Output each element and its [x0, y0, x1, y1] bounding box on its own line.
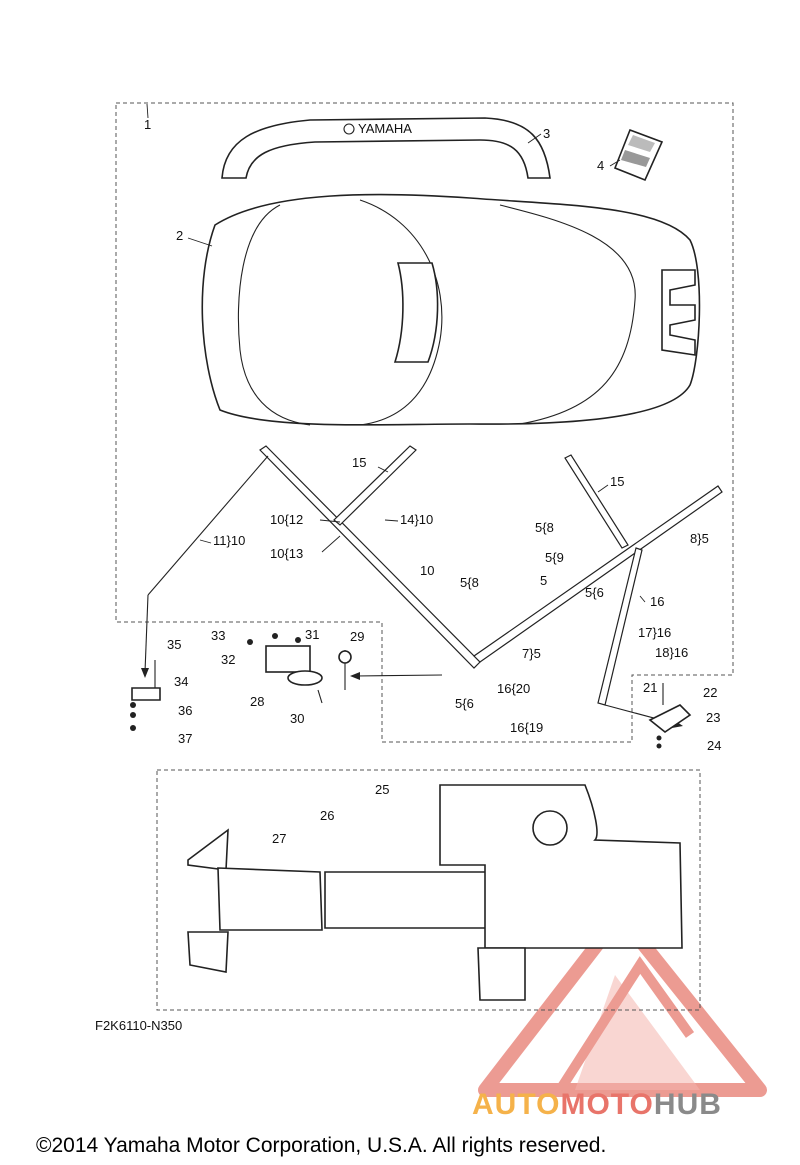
callout-30: 30 — [290, 711, 304, 726]
callout-7-5: 7}5 — [522, 646, 541, 661]
assembly-boundary-mat — [156, 769, 701, 1011]
callout-26: 26 — [320, 808, 334, 823]
watermark-word-3: HUB — [654, 1088, 722, 1121]
callout-22: 22 — [703, 685, 717, 700]
callout-8-5: 8}5 — [690, 531, 709, 546]
callout-10: 10 — [420, 563, 434, 578]
callout-5-9: 5{9 — [545, 550, 564, 565]
callout-21: 21 — [643, 680, 657, 695]
callout-36: 36 — [178, 703, 192, 718]
callout-5-8b: 5{8 — [460, 575, 479, 590]
callout-32: 32 — [221, 652, 235, 667]
assembly-boundary-upper — [115, 102, 734, 743]
callout-16-19: 16{19 — [510, 720, 543, 735]
watermark-logo: AUTOMOTOHUB — [472, 1088, 722, 1121]
bracket-right — [648, 683, 692, 749]
callout-15a: 15 — [352, 455, 366, 470]
watermark-word-1: AUTO — [472, 1088, 560, 1121]
callout-5-6a: 5{6 — [585, 585, 604, 600]
callout-4: 4 — [597, 158, 604, 173]
callout-25: 25 — [375, 782, 389, 797]
callout-27: 27 — [272, 831, 286, 846]
callout-10-13: 10{13 — [270, 546, 303, 561]
callout-5-8a: 5{8 — [535, 520, 554, 535]
callout-17-16: 17}16 — [638, 625, 671, 640]
poles — [141, 445, 723, 728]
callout-labels: 1 2 3 4 15 15 10{12 14}10 10{13 11}10 10… — [144, 117, 721, 846]
callout-15b: 15 — [610, 474, 624, 489]
callout-24: 24 — [707, 738, 721, 753]
callout-34: 34 — [174, 674, 188, 689]
brand-mark: YAMAHA — [358, 121, 412, 136]
callout-31: 31 — [305, 627, 319, 642]
callout-28: 28 — [250, 694, 264, 709]
callout-29: 29 — [350, 629, 364, 644]
callout-35: 35 — [167, 637, 181, 652]
deck-mat-part — [201, 193, 701, 426]
leader-lines — [146, 103, 646, 603]
callout-16: 16 — [650, 594, 664, 609]
decal-part — [613, 128, 664, 182]
svg-text:AUTOMOTOHUB: AUTOMOTOHUB — [472, 1088, 722, 1121]
callout-3: 3 — [543, 126, 550, 141]
mount-left — [130, 660, 161, 731]
callout-11-10: 11}10 — [213, 533, 245, 548]
watermark-word-2: MOTO — [560, 1088, 653, 1121]
callout-18-16: 18}16 — [655, 645, 688, 660]
watermark-triangle — [478, 908, 767, 1097]
callout-5: 5 — [540, 573, 547, 588]
callout-37: 37 — [178, 731, 192, 746]
grab-bar-part: YAMAHA — [221, 117, 551, 179]
callout-33: 33 — [211, 628, 225, 643]
callout-23: 23 — [706, 710, 720, 725]
callout-5-6b: 5{6 — [455, 696, 474, 711]
callout-1: 1 — [144, 117, 151, 132]
copyright-notice: ©2014 Yamaha Motor Corporation, U.S.A. A… — [36, 1134, 606, 1157]
figure-code: F2K6110-N350 — [95, 1018, 182, 1033]
floor-mats — [187, 784, 683, 1001]
callout-14-10: 14}10 — [400, 512, 433, 527]
callout-10-12: 10{12 — [270, 512, 303, 527]
bracket-left — [247, 633, 352, 704]
callout-2: 2 — [176, 228, 183, 243]
callout-16-20: 16{20 — [497, 681, 530, 696]
